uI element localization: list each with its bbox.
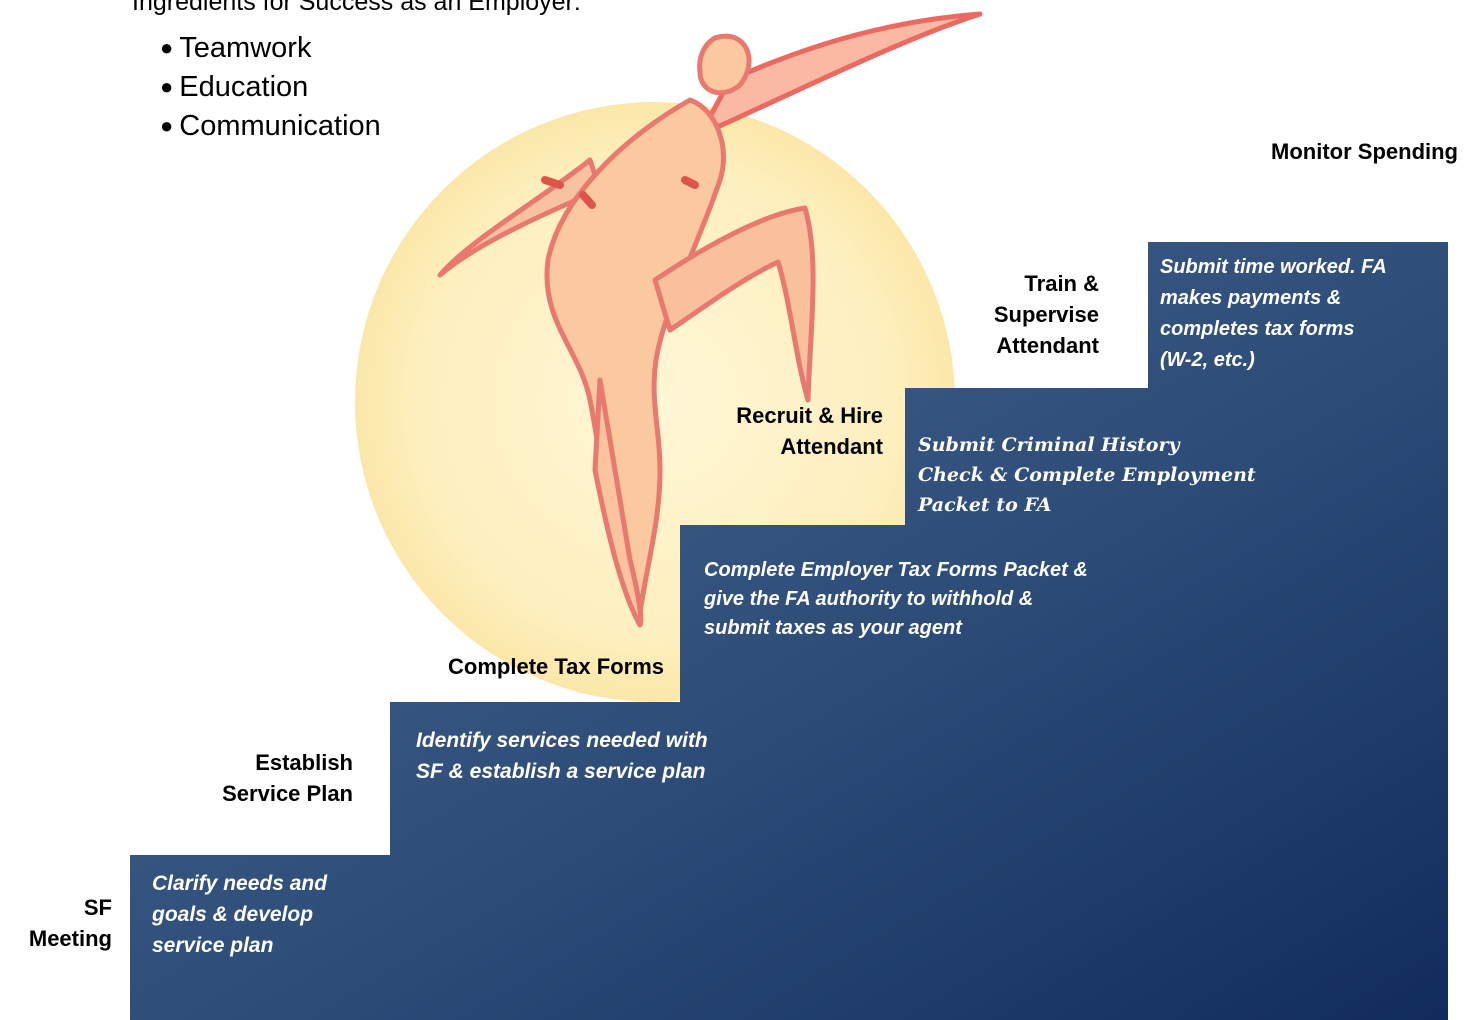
bullet-icon: ● — [160, 35, 173, 60]
bullet-text: Education — [179, 71, 308, 103]
bullet-text: Communication — [179, 110, 380, 142]
list-item: ●Teamwork — [160, 30, 381, 69]
list-item: ●Education — [160, 69, 381, 108]
step-desc-train-supervise: Submit time worked. FA makes payments & … — [1160, 252, 1450, 376]
step-label-recruit-hire: Recruit & Hire Attendant — [680, 400, 883, 462]
step-desc-establish-service-plan: Identify services needed with SF & estab… — [416, 725, 836, 787]
bullet-icon: ● — [160, 113, 173, 138]
step-label-monitor-spending: Monitor Spending — [1180, 136, 1458, 167]
list-item: ●Communication — [160, 108, 381, 147]
ingredients-list: ●Teamwork ●Education ●Communication — [160, 30, 381, 147]
bullet-icon: ● — [160, 74, 173, 99]
step-desc-sf-meeting: Clarify needs and goals & develop servic… — [152, 868, 388, 961]
intro-title: Ingredients for Success as an Employer: — [132, 0, 581, 17]
bullet-text: Teamwork — [179, 32, 311, 64]
step-desc-complete-tax-forms: Complete Employer Tax Forms Packet & giv… — [704, 556, 1224, 643]
step-label-sf-meeting: SF Meeting — [0, 892, 112, 954]
step-label-complete-tax-forms: Complete Tax Forms — [380, 651, 664, 682]
step-label-establish-service-plan: Establish Service Plan — [150, 747, 353, 809]
step-desc-recruit-hire: Submit Criminal History Check & Complete… — [918, 430, 1348, 520]
step-label-train-supervise: Train & Supervise Attendant — [940, 268, 1099, 361]
